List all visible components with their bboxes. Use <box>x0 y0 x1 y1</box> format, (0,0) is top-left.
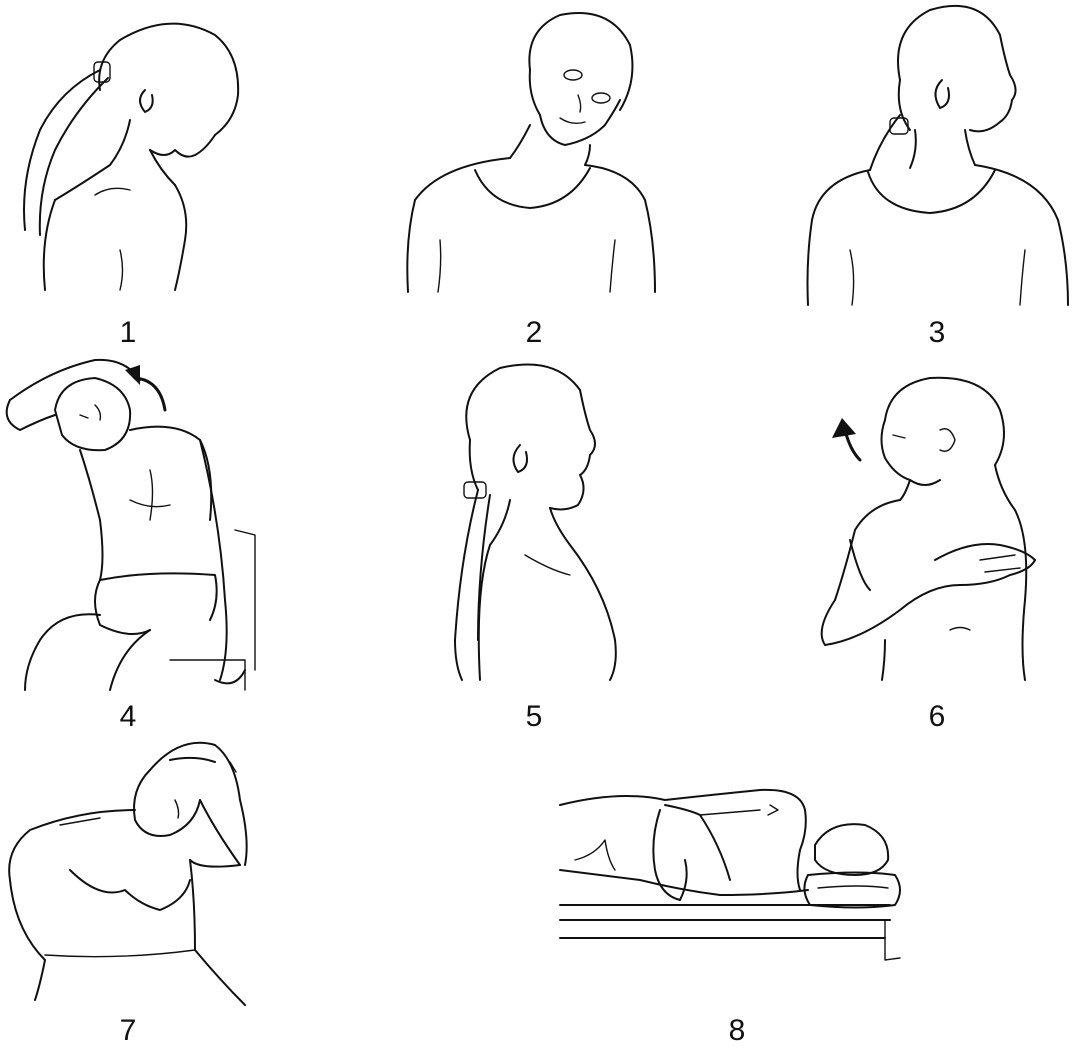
figure-1-label: 1 <box>120 316 137 349</box>
figure-5-chin-retraction <box>454 363 617 681</box>
figure-2-lateral-neck-tilt <box>406 12 656 293</box>
figure-2-label: 2 <box>526 316 543 349</box>
figure-4-seated-side-bend <box>5 358 256 691</box>
figure-8-side-lying-position <box>559 788 901 961</box>
figure-7-label: 7 <box>120 1014 137 1047</box>
figure-4-label: 4 <box>120 700 137 733</box>
figure-3-neck-rotation <box>806 4 1069 306</box>
figure-5-label: 5 <box>526 700 543 733</box>
figure-3-label: 3 <box>929 316 946 349</box>
figure-8-label: 8 <box>729 1014 746 1047</box>
figure-1-neck-flexion <box>23 22 240 291</box>
figure-7-assisted-neck-tilt <box>8 741 248 1006</box>
figure-6-label: 6 <box>929 700 946 733</box>
figure-6-upper-trapezius-stretch <box>820 376 1036 681</box>
